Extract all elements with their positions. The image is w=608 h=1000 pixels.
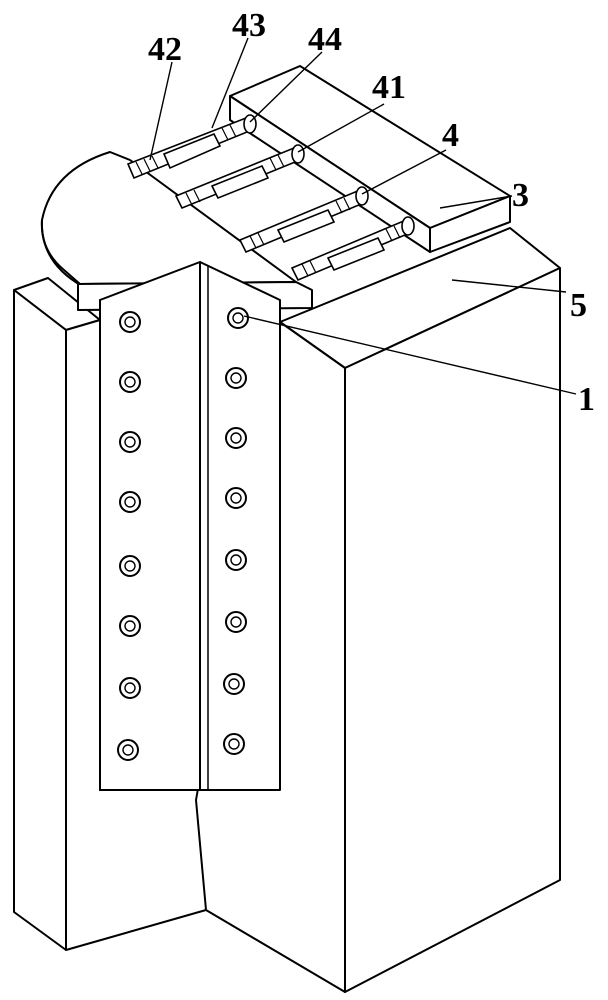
label-5: 5 [570, 287, 587, 324]
label-1: 1 [578, 381, 595, 418]
bolt-r5 [226, 550, 246, 570]
leader-42 [150, 62, 172, 160]
bolt-l6 [120, 616, 140, 636]
angle-plate-1 [100, 262, 280, 790]
bolt-r3 [226, 428, 246, 448]
bolt-l3 [120, 432, 140, 452]
bolt-l1 [120, 312, 140, 332]
bolt-l5 [120, 556, 140, 576]
label-42: 42 [148, 31, 182, 68]
bolt-l8 [118, 740, 138, 760]
turnbuckle-1 [128, 115, 256, 178]
bolt-r2 [226, 368, 246, 388]
bolt-r8 [224, 734, 244, 754]
turnbuckle-3 [240, 187, 368, 252]
label-3: 3 [512, 177, 529, 214]
bolt-r1 [228, 308, 248, 328]
bolt-r4 [226, 488, 246, 508]
bolt-r6 [226, 612, 246, 632]
label-44: 44 [308, 21, 342, 58]
label-41: 41 [372, 69, 406, 106]
label-43: 43 [232, 7, 266, 44]
bolt-l7 [120, 678, 140, 698]
label-4: 4 [442, 117, 459, 154]
bolt-l2 [120, 372, 140, 392]
bolt-r7 [224, 674, 244, 694]
bolt-l4 [120, 492, 140, 512]
